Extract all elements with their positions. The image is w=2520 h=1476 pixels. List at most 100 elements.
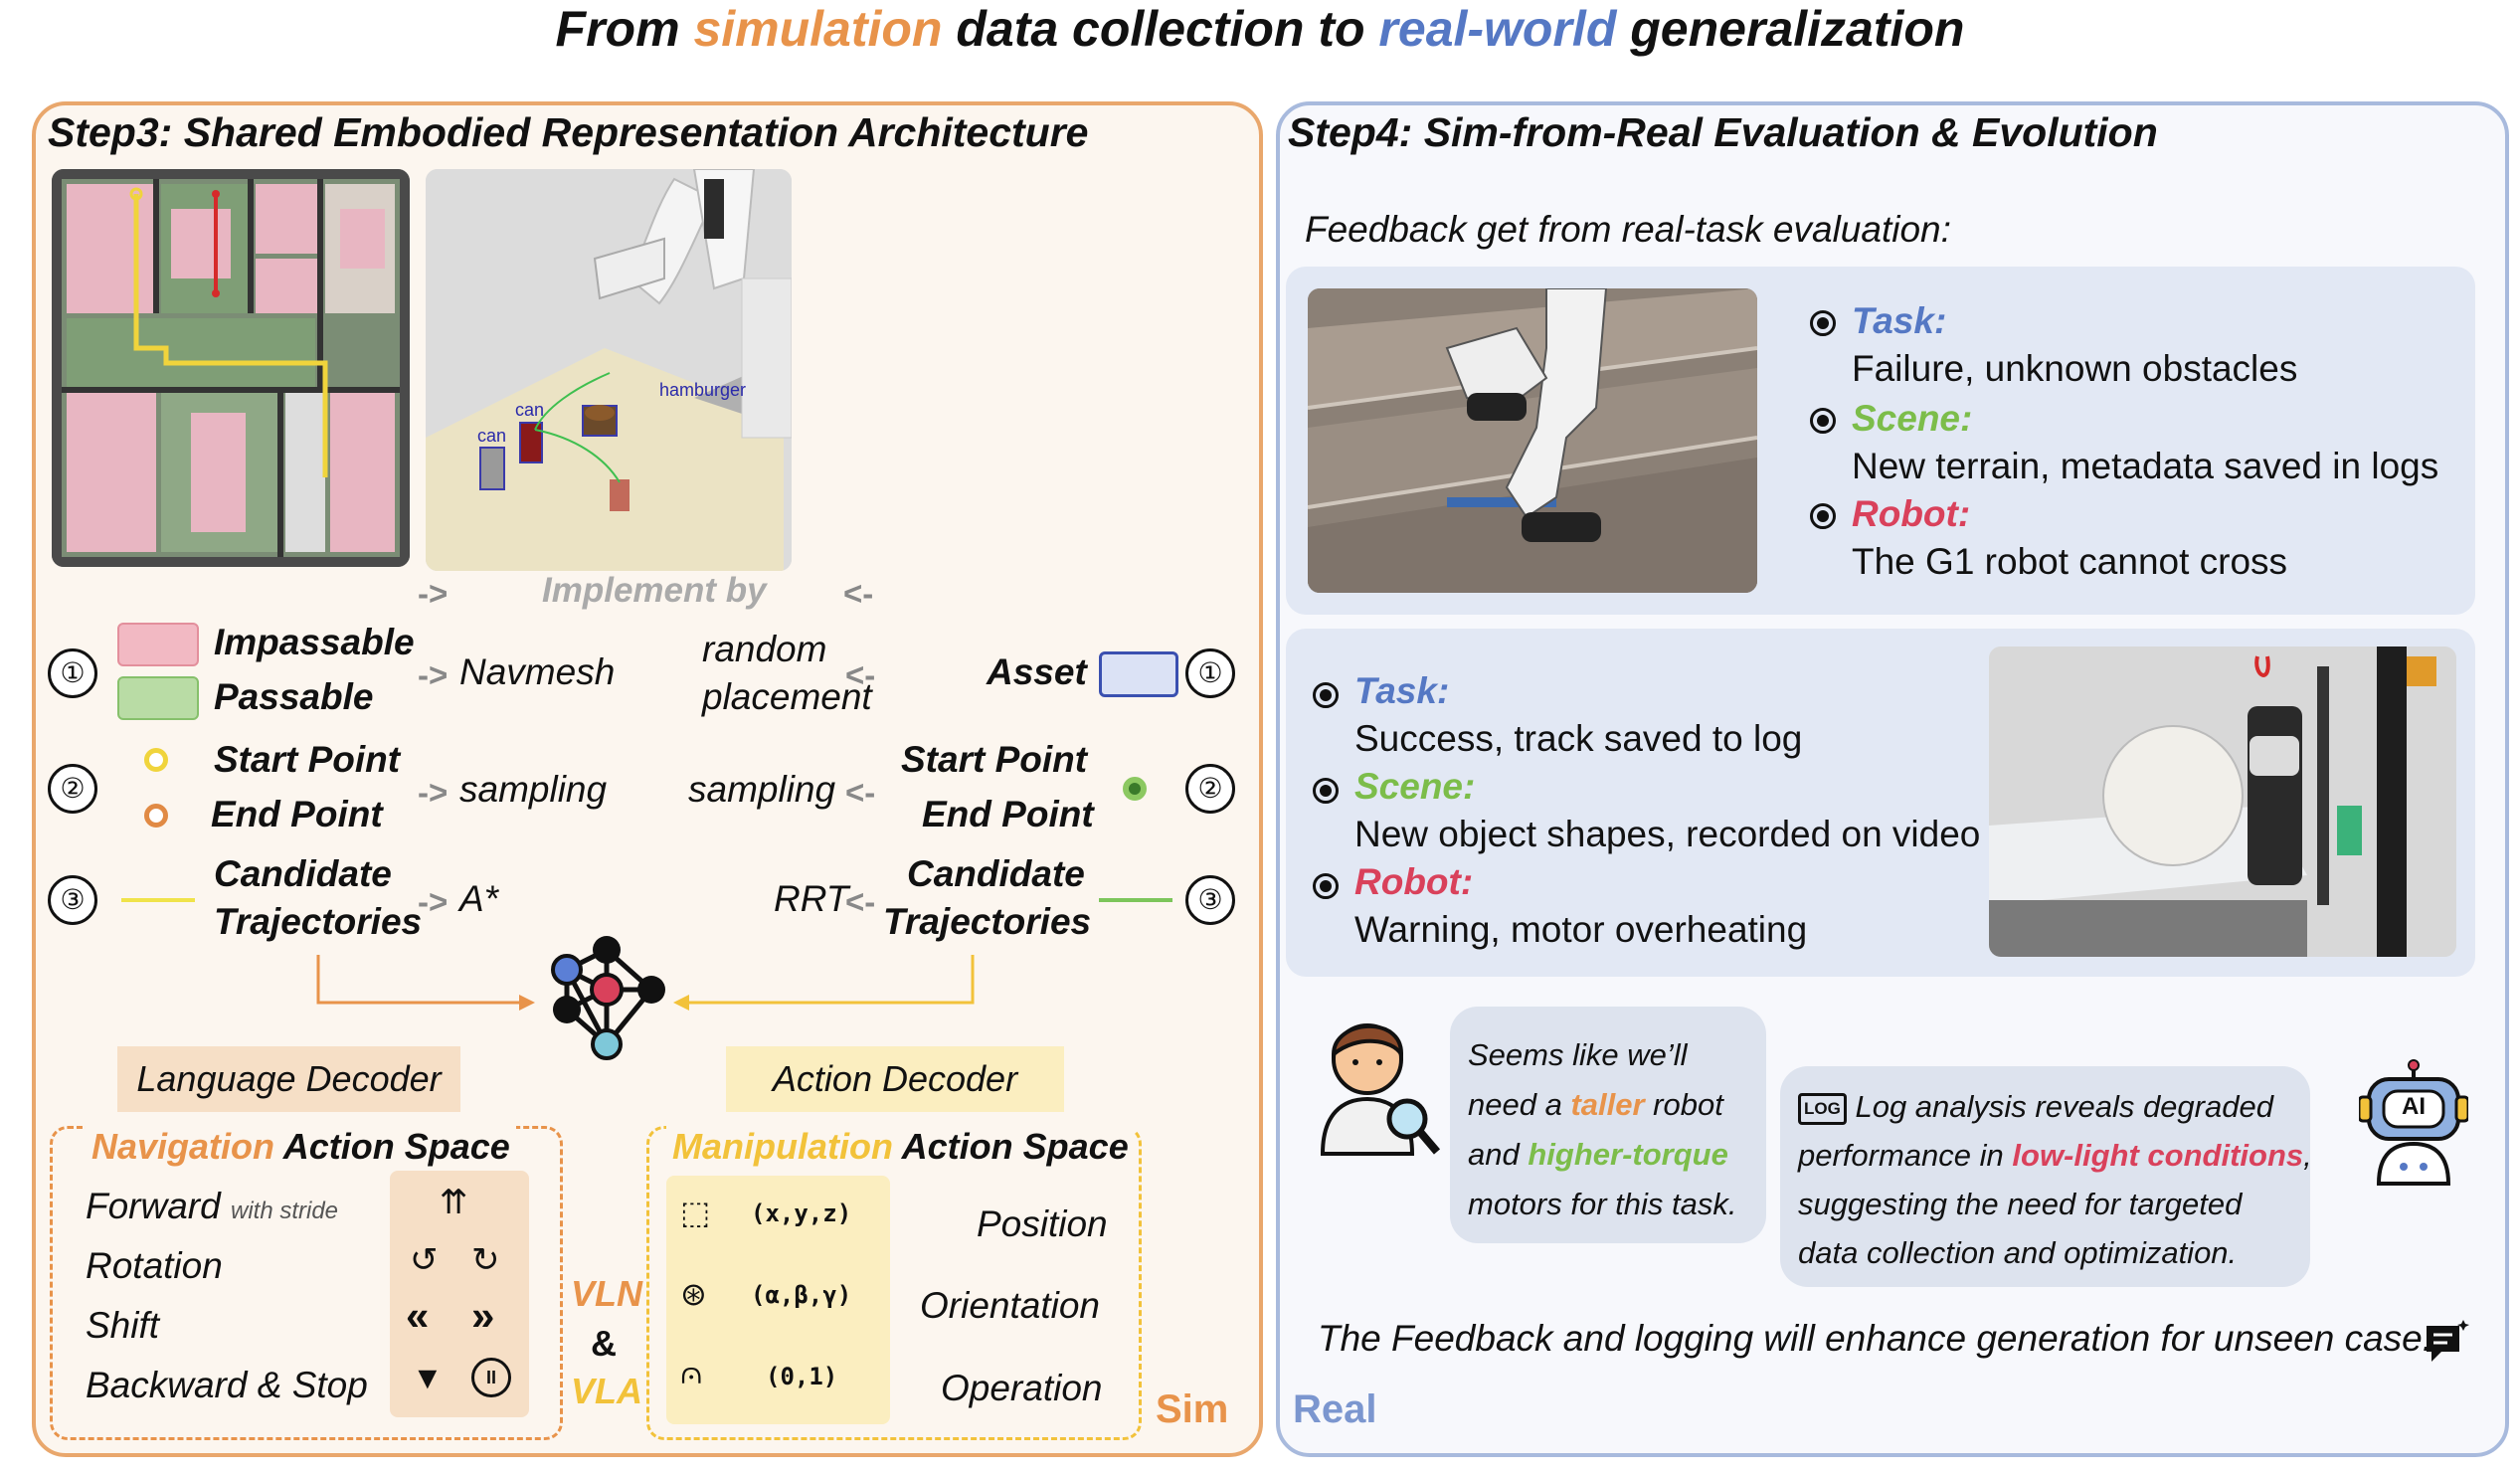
scene-bullet-icon bbox=[1810, 408, 1836, 434]
card1-task-label: Task: bbox=[1852, 300, 1947, 341]
rotate-right-icon: ↻ bbox=[471, 1241, 500, 1279]
placement-label: placement bbox=[702, 676, 872, 717]
manipulation-scene-image: hamburger can can bbox=[426, 169, 792, 571]
position-label: Position bbox=[977, 1203, 1108, 1244]
navmesh-arrow: -> bbox=[418, 656, 449, 693]
navigation-highlight: Navigation bbox=[91, 1126, 275, 1167]
card2-task-value: Success, track saved to log bbox=[1354, 718, 1803, 759]
robot-bullet-icon bbox=[1313, 873, 1339, 899]
manipulation-robot-photo bbox=[1989, 646, 2456, 957]
scientist-speech-bubble bbox=[1450, 1007, 1766, 1243]
forward-text: Forward bbox=[86, 1186, 221, 1226]
real-label: Real bbox=[1293, 1387, 1377, 1431]
card1-robot-value: The G1 robot cannot cross bbox=[1852, 541, 2288, 582]
sampling-left-label: sampling bbox=[459, 769, 608, 810]
nav-shift-label: Shift bbox=[86, 1305, 160, 1346]
title-part: data collection to bbox=[942, 1, 1379, 57]
impassable-swatch bbox=[117, 623, 199, 666]
astar-arrow: -> bbox=[418, 883, 449, 920]
navigation-icon-panel: ⇈ ↺ ↻ « » ▼ II bbox=[390, 1171, 529, 1417]
implement-right-arrow: <- bbox=[843, 575, 874, 612]
bubble2-line3: suggesting the need for targeted bbox=[1798, 1187, 2243, 1221]
sim-label: Sim bbox=[1156, 1387, 1229, 1431]
bubble2-text: performance in bbox=[1798, 1138, 2013, 1173]
card2-scene-value: New object shapes, recorded on video bbox=[1354, 814, 1981, 854]
title-part: generalization bbox=[1616, 1, 1965, 57]
bubble2-line2: performance in low-light conditions, bbox=[1798, 1131, 2312, 1180]
shift-left-icon: « bbox=[406, 1292, 430, 1339]
gripper-icon: ⩀ bbox=[680, 1355, 703, 1390]
action-space-text: Action Space bbox=[892, 1126, 1129, 1167]
operation-code: (0,1) bbox=[766, 1363, 838, 1390]
navigation-action-space-title: Navigation Action Space bbox=[86, 1126, 516, 1168]
scene-bullet-icon bbox=[1313, 778, 1339, 804]
language-decoder-label: Language Decoder bbox=[136, 1058, 442, 1099]
figure-title: From simulation data collection to real-… bbox=[0, 0, 2520, 58]
task-bullet-icon bbox=[1313, 682, 1339, 708]
bubble1-text: and bbox=[1468, 1137, 1529, 1172]
start-point-marker bbox=[144, 748, 168, 772]
asset-arrow: <- bbox=[845, 656, 876, 693]
implement-left-arrow: -> bbox=[418, 575, 449, 612]
bubble1-line3: and higher-torque bbox=[1468, 1130, 1736, 1180]
impassable-label: Impassable bbox=[214, 622, 415, 662]
operation-label: Operation bbox=[941, 1368, 1103, 1408]
sampled-point-marker bbox=[1123, 777, 1147, 801]
fork-arrow-icon: ⇈ bbox=[440, 1184, 468, 1221]
end-point-label: End Point bbox=[211, 794, 383, 834]
ai-speech-text: LOG Log analysis reveals degraded perfor… bbox=[1798, 1082, 2312, 1277]
trajectories-label-right: Trajectories bbox=[883, 901, 1092, 942]
orientation-code: (α,β,γ) bbox=[751, 1281, 852, 1309]
shift-right-icon: » bbox=[471, 1292, 495, 1339]
vla-label: VLA bbox=[571, 1371, 642, 1411]
asset-label: Asset bbox=[987, 651, 1087, 692]
ai-speech-bubble bbox=[1780, 1066, 2310, 1287]
step4-title: Step4: Sim-from-Real Evaluation & Evolut… bbox=[1288, 109, 2158, 155]
step-number-2-left: ② bbox=[48, 764, 97, 814]
nav-rotation-label: Rotation bbox=[86, 1245, 223, 1286]
bubble2-text: , bbox=[2303, 1138, 2312, 1173]
sampling-right-arrow: <- bbox=[845, 774, 876, 811]
task-bullet-icon bbox=[1810, 310, 1836, 336]
sampling-right-label: sampling bbox=[688, 769, 836, 810]
higher-torque-highlight: higher-torque bbox=[1528, 1137, 1728, 1172]
card2-robot-label: Robot: bbox=[1354, 861, 1474, 902]
end-point-marker bbox=[144, 804, 168, 828]
bubble2-line4: data collection and optimization. bbox=[1798, 1235, 2238, 1270]
candidate-label-left: Candidate bbox=[214, 853, 392, 894]
neural-network-icon bbox=[551, 936, 665, 1060]
step-number-2-right: ② bbox=[1185, 764, 1235, 814]
can-label-2: can bbox=[477, 426, 507, 446]
floorplan-drawing bbox=[52, 169, 410, 567]
bubble2-line1: LOG Log analysis reveals degraded bbox=[1798, 1082, 2312, 1131]
candidate-trajectory-yellow-line bbox=[121, 898, 195, 902]
can-label-1: can bbox=[515, 400, 545, 420]
flow-arrows bbox=[316, 955, 975, 1011]
low-light-highlight: low-light conditions bbox=[2012, 1138, 2304, 1173]
stair-robot-photo bbox=[1308, 288, 1757, 593]
stride-note: with stride bbox=[230, 1198, 339, 1224]
position-cube-icon: ⬚ bbox=[680, 1195, 711, 1230]
language-decoder-box: Language Decoder bbox=[117, 1046, 460, 1112]
card1-robot-label: Robot: bbox=[1852, 493, 1971, 534]
random-label: random bbox=[702, 629, 827, 669]
start-point-label: Start Point bbox=[214, 739, 401, 780]
nav-backward-stop-label: Backward & Stop bbox=[86, 1365, 368, 1405]
manipulation-highlight: Manipulation bbox=[672, 1126, 893, 1167]
card2-robot-value: Warning, motor overheating bbox=[1354, 909, 1808, 950]
stop-icon: II bbox=[471, 1358, 511, 1397]
scientist-speech-text: Seems like we’ll need a taller robot and… bbox=[1468, 1030, 1736, 1229]
step-number-1-left: ① bbox=[48, 648, 97, 698]
log-file-icon: LOG bbox=[1798, 1092, 1847, 1125]
asset-swatch bbox=[1099, 651, 1178, 697]
hamburger-label: hamburger bbox=[659, 380, 747, 400]
orientation-label: Orientation bbox=[920, 1285, 1100, 1326]
bubble1-line2: need a taller robot bbox=[1468, 1080, 1736, 1130]
bubble1-text: need a bbox=[1468, 1087, 1571, 1122]
title-part: From bbox=[555, 1, 694, 57]
trajectories-label-left: Trajectories bbox=[214, 901, 423, 942]
manipulation-action-space-title: Manipulation Action Space bbox=[666, 1126, 1135, 1168]
scientist-icon bbox=[1320, 1023, 1441, 1156]
rotate-left-icon: ↺ bbox=[410, 1241, 439, 1279]
title-sim-word: simulation bbox=[693, 1, 943, 57]
